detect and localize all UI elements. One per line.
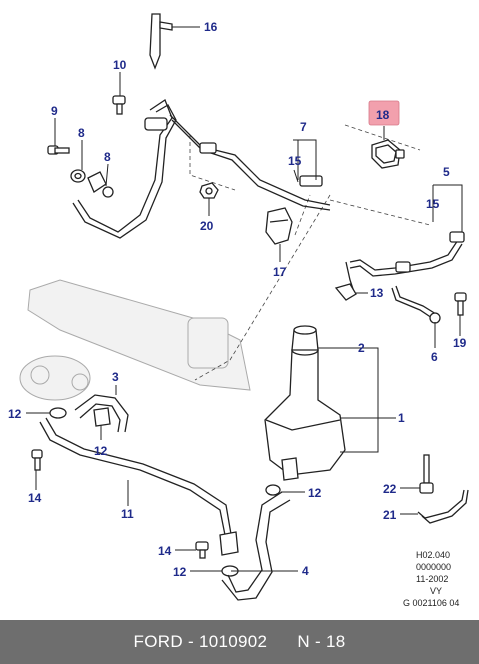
separator: - — [187, 632, 194, 651]
callout-12b: 12 — [94, 444, 108, 458]
callout-16: 16 — [204, 20, 218, 34]
parts-diagram: 16 10 9 8 8 7 15 18 5 15 20 17 13 6 19 2… — [8, 13, 469, 608]
callout-14a: 14 — [28, 491, 42, 505]
callout-3: 3 — [112, 370, 119, 384]
callout-8a: 8 — [78, 126, 85, 140]
callout-15b: 15 — [426, 197, 440, 211]
clip-17 — [265, 207, 293, 245]
callout-11: 11 — [121, 507, 134, 521]
callout-20: 20 — [200, 219, 214, 233]
reference-line-2: 0000000 — [416, 562, 451, 572]
return-pipe-11 — [39, 417, 239, 556]
pipe-6 — [391, 285, 441, 324]
callout-10: 10 — [113, 58, 127, 72]
bolt-10 — [112, 95, 126, 115]
leader-lines — [26, 26, 463, 572]
callout-22: 22 — [383, 482, 397, 496]
reference-block: H02.040 0000000 11-2002 VY G 0021106 04 — [403, 550, 459, 608]
reference-line-4: VY — [430, 586, 442, 596]
callout-17: 17 — [273, 265, 287, 279]
pressure-pipe-right — [345, 231, 465, 296]
callout-13: 13 — [370, 286, 384, 300]
callout-9: 9 — [51, 104, 58, 118]
callout-12d: 12 — [173, 565, 187, 579]
highlight-box-18 — [368, 100, 400, 126]
fluid-reservoir — [264, 325, 346, 481]
callout-4: 4 — [302, 564, 309, 578]
callout-19: 19 — [453, 336, 467, 350]
nut-20 — [199, 182, 219, 199]
hose-4 — [221, 491, 291, 601]
callout-7: 7 — [300, 120, 307, 134]
mounting-bracket — [149, 13, 173, 70]
callout-12a: 12 — [8, 407, 22, 421]
callout-18: 18 — [376, 108, 390, 122]
callout-labels: 16 10 9 8 8 7 15 18 5 15 20 17 13 6 19 2… — [8, 20, 467, 579]
clamp-12a — [49, 407, 67, 419]
part-number-bar: FORD - 1010902 N - 18 — [0, 620, 479, 664]
brand-label: FORD — [133, 632, 183, 651]
pressure-switch-18 — [371, 139, 405, 169]
callout-14b: 14 — [158, 544, 172, 558]
banjo-fitting — [87, 171, 114, 198]
reference-line-3: 11-2002 — [416, 574, 448, 584]
return-pipe-upper — [72, 99, 331, 239]
bolt-14a — [31, 449, 43, 471]
clip-13 — [334, 283, 357, 301]
steering-rack-background — [19, 279, 251, 401]
callout-8b: 8 — [104, 150, 111, 164]
hose-3 — [74, 394, 129, 433]
callout-6: 6 — [431, 350, 438, 364]
washer-8a — [70, 169, 86, 183]
reference-line-1: H02.040 — [416, 550, 450, 560]
callout-5: 5 — [443, 165, 450, 179]
callout-12c: 12 — [308, 486, 322, 500]
callout-15a: 15 — [288, 154, 302, 168]
bolt-14b — [195, 541, 209, 559]
clip-21 — [417, 489, 469, 524]
part-number: 1010902 — [198, 632, 268, 651]
dashed-guides — [189, 124, 431, 381]
sensor-22 — [419, 454, 434, 494]
callout-1: 1 — [398, 411, 405, 425]
bolt-9 — [47, 145, 70, 155]
reference-line-5: G 0021106 04 — [403, 598, 459, 608]
clamp-12c — [265, 484, 281, 496]
callout-21: 21 — [383, 508, 397, 522]
callout-2: 2 — [358, 341, 365, 355]
bolt-19 — [454, 292, 467, 316]
diagram-position: N - 18 — [297, 632, 346, 651]
